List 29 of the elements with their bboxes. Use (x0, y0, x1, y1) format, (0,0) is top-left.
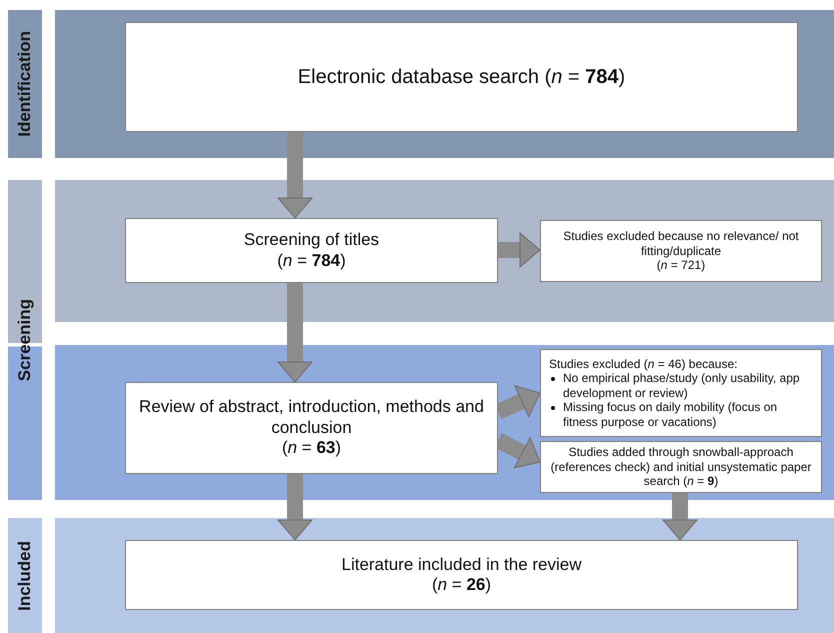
box-heading: Studies excluded (n = 46) because: (549, 357, 738, 372)
process-box (125, 382, 498, 474)
process-box (125, 540, 798, 610)
box-text: Electronic database search (n = 784) (298, 65, 626, 89)
bullet-item: No empirical phase/study (only usability, app development or review) (563, 371, 801, 400)
box-text: Screening of titles (244, 230, 380, 250)
stage-label-bar (8, 518, 42, 633)
process-box (125, 218, 498, 283)
box-text: (n = 63) (282, 438, 342, 459)
stage-label-bar (8, 180, 42, 500)
box-text: (n = 721) (656, 258, 706, 273)
block-arrow (498, 232, 540, 268)
bullet-item: Missing focus on daily mobility (focus on fitness purpose or vacations) (563, 400, 778, 429)
block-arrow (278, 132, 312, 218)
process-box (125, 22, 798, 132)
process-box (540, 220, 822, 282)
box-text: (n = 784) (277, 250, 346, 271)
process-box (540, 441, 822, 493)
block-arrow (662, 493, 698, 540)
box-text: Studies added through snowball-approach (references check) and initial unsystematic paper search (n = 9) (550, 445, 812, 489)
process-box (540, 349, 822, 437)
block-arrow (278, 283, 312, 382)
block-arrow (278, 474, 312, 540)
stage-label: Included (15, 540, 35, 610)
box-text: (n = 26) (432, 575, 492, 596)
stage-label: Identification (15, 31, 35, 137)
box-text: Literature included in the review (341, 554, 582, 575)
stage-label-bar (8, 10, 42, 158)
stage-label: Screening (15, 298, 35, 382)
